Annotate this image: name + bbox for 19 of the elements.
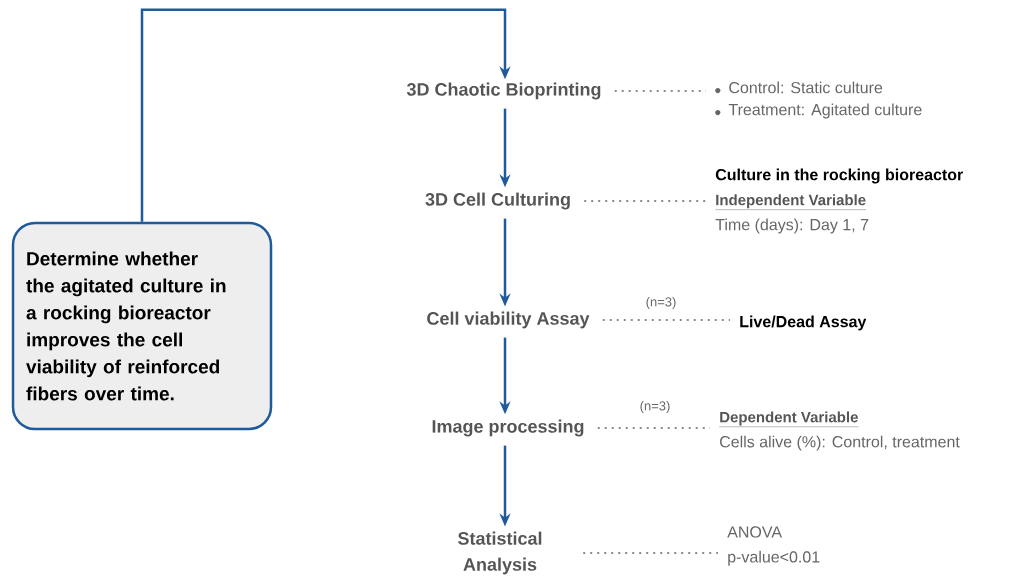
goal-box: Determine whether the agitated culture in a rocking bioreactor improves the cell viability of reinforced fibers over time. xyxy=(11,221,273,431)
edge-label: (n=3) xyxy=(644,295,678,311)
note-text: Culture in the rocking bioreactor Independent Variable Time (days): Day 1, 7 xyxy=(715,168,963,234)
step-label: Cell viability Assay xyxy=(427,311,590,329)
note-text: ANOVA p-value<0.01 xyxy=(727,526,820,566)
note-text: Dependent Variable Cells alive (%): Control, treatment xyxy=(719,411,960,451)
step-label: 3D Chaotic Bioprinting xyxy=(406,82,601,100)
dotted-line xyxy=(601,319,731,321)
step-label: 3D Cell Culturing xyxy=(425,192,570,210)
dotted-line xyxy=(583,200,707,202)
step-label: Statistical Analysis xyxy=(458,531,542,575)
bullet-list: Control: Static culture Treatment: Agitated culture xyxy=(715,81,922,119)
note-text: Live/Dead Assay xyxy=(740,315,867,331)
node-label: Control: Static culture xyxy=(729,81,883,94)
node-label: Treatment: Agitated culture xyxy=(728,103,922,119)
dotted-line xyxy=(582,552,719,554)
step-label: Image processing xyxy=(432,419,584,437)
edge-label: (n=3) xyxy=(638,399,672,415)
arrow xyxy=(140,8,511,222)
